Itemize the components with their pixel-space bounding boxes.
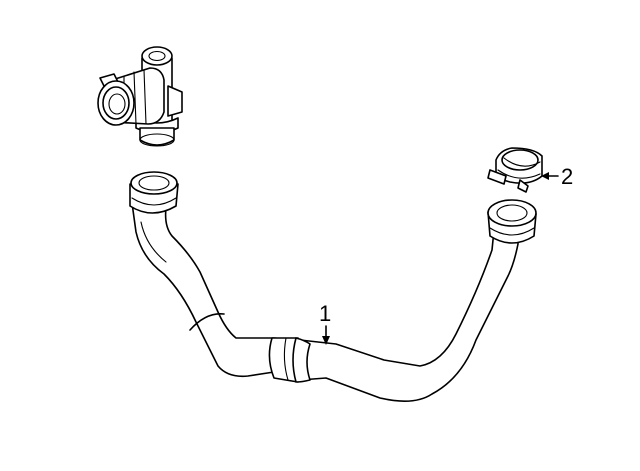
t-connector	[97, 46, 183, 147]
callout-1-label: 1	[319, 301, 331, 326]
hose	[129, 171, 537, 402]
hose-clamp	[487, 147, 543, 193]
callout-1-arrowhead	[322, 336, 330, 345]
callout-2: 2	[541, 164, 573, 189]
callout-2-label: 2	[561, 164, 573, 189]
callout-2-arrowhead	[541, 172, 549, 180]
callout-1: 1	[319, 301, 331, 345]
